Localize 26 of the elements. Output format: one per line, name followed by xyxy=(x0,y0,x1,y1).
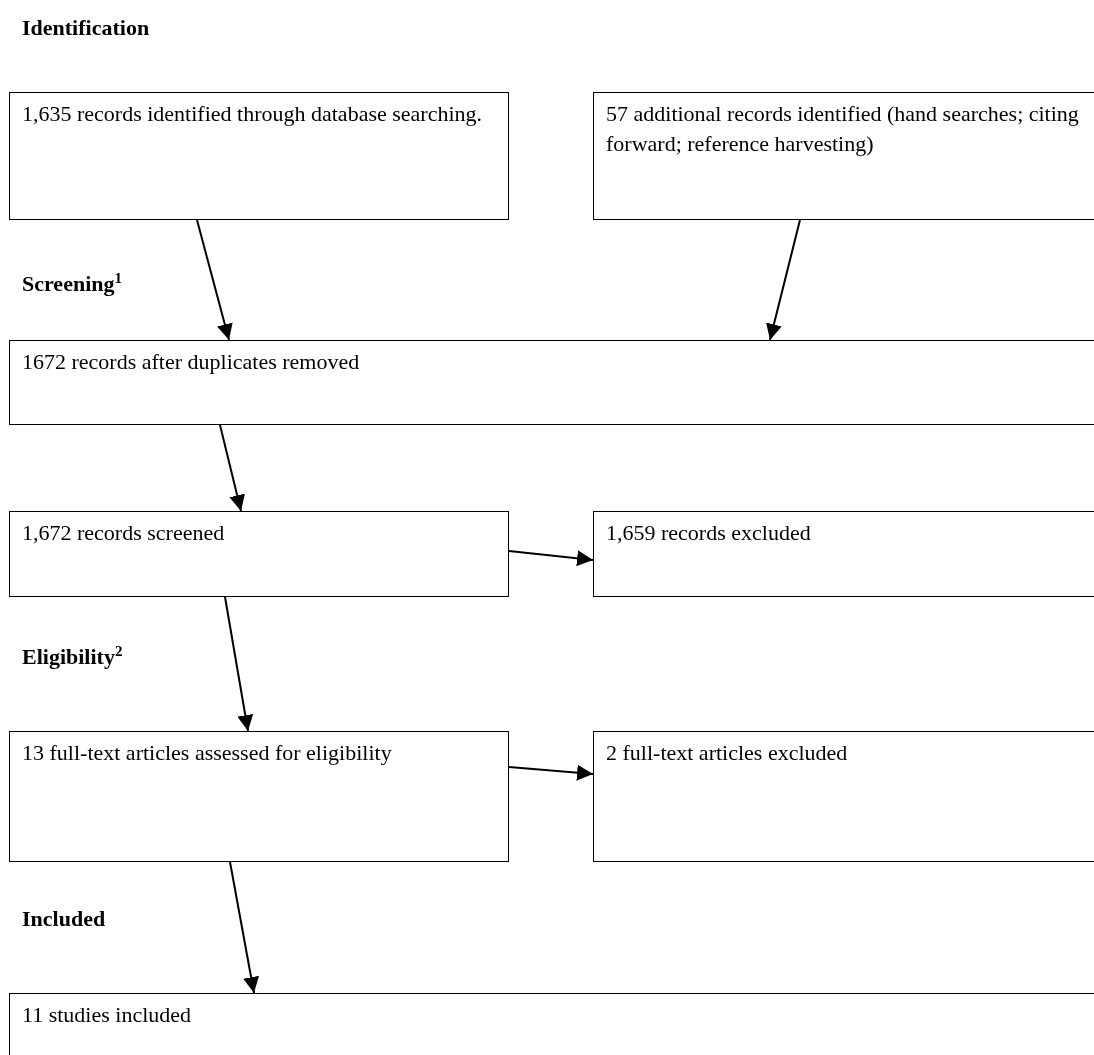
arrow xyxy=(196,219,233,341)
process-box xyxy=(9,340,1094,425)
box-text: 11 studies included xyxy=(22,1001,193,1029)
process-box xyxy=(9,731,509,862)
process-box xyxy=(593,731,1094,862)
box-text: 1,659 records excluded xyxy=(606,519,812,547)
arrow xyxy=(229,861,259,994)
process-box xyxy=(593,92,1094,220)
box-text: 2 full-text articles excluded xyxy=(606,739,849,767)
arrow xyxy=(508,764,594,781)
box-text: 1,635 records identified through database searching. xyxy=(22,100,483,128)
box-text: 13 full-text articles assessed for eligibility xyxy=(22,739,393,767)
process-box xyxy=(9,511,509,597)
box-text: 1672 records after duplicates removed xyxy=(22,348,361,376)
arrow xyxy=(766,219,801,341)
stage-heading: Identification xyxy=(22,14,150,42)
box-text: 57 additional records identified (hand searches; citing forward; reference harvesting) xyxy=(606,100,1080,158)
arrow xyxy=(508,550,594,567)
stage-heading: Included xyxy=(22,905,106,933)
stage-heading: Eligibility$^{2}$ xyxy=(22,643,123,671)
process-box xyxy=(593,511,1094,597)
box-text: 1,672 records screened xyxy=(22,519,226,547)
arrow xyxy=(219,424,245,512)
arrow xyxy=(224,596,254,732)
process-box xyxy=(9,92,509,220)
stage-heading: Screening$^{1}$ xyxy=(22,270,122,298)
